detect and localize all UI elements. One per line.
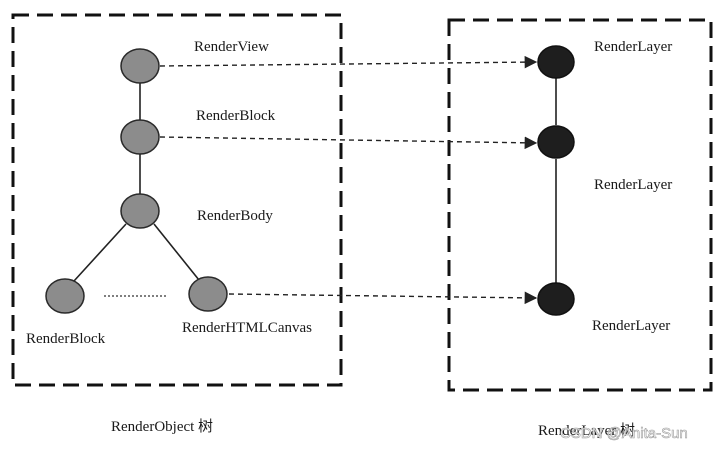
label-renderview: RenderView (194, 39, 269, 55)
caption-renderlayer-tree: RenderLayer 树 (538, 422, 635, 439)
node-renderlayer-3 (537, 282, 575, 316)
mapping-arrow-renderhtmlcanvas (228, 291, 538, 305)
render-object-tree-box (11, 13, 343, 387)
edge-renderbody-renderblock-child (73, 223, 127, 282)
label-renderhtmlcanvas: RenderHTMLCanvas (182, 320, 312, 336)
caption-renderobject-tree: RenderObject 树 (111, 418, 213, 435)
edge-renderbody-renderhtmlcanvas (153, 223, 200, 281)
label-renderbody: RenderBody (197, 208, 273, 224)
node-renderlayer-2 (537, 125, 575, 159)
watermark: CSDN @Anita-Sun (560, 425, 688, 442)
label-renderlayer-2: RenderLayer (594, 177, 672, 193)
node-renderview (120, 48, 160, 84)
node-renderblock-child (45, 278, 85, 314)
label-renderblock: RenderBlock (196, 108, 276, 124)
node-renderblock (120, 119, 160, 155)
node-renderhtmlcanvas (188, 276, 228, 312)
mapping-arrow-renderblock (159, 136, 538, 150)
mapping-arrow-renderview (159, 55, 538, 69)
label-renderlayer-1: RenderLayer (594, 39, 672, 55)
label-renderblock-child: RenderBlock (26, 331, 106, 347)
render-layer-tree-box (447, 18, 713, 392)
node-renderlayer-1 (537, 45, 575, 79)
label-renderlayer-3: RenderLayer (592, 318, 670, 334)
node-renderbody (120, 193, 160, 229)
